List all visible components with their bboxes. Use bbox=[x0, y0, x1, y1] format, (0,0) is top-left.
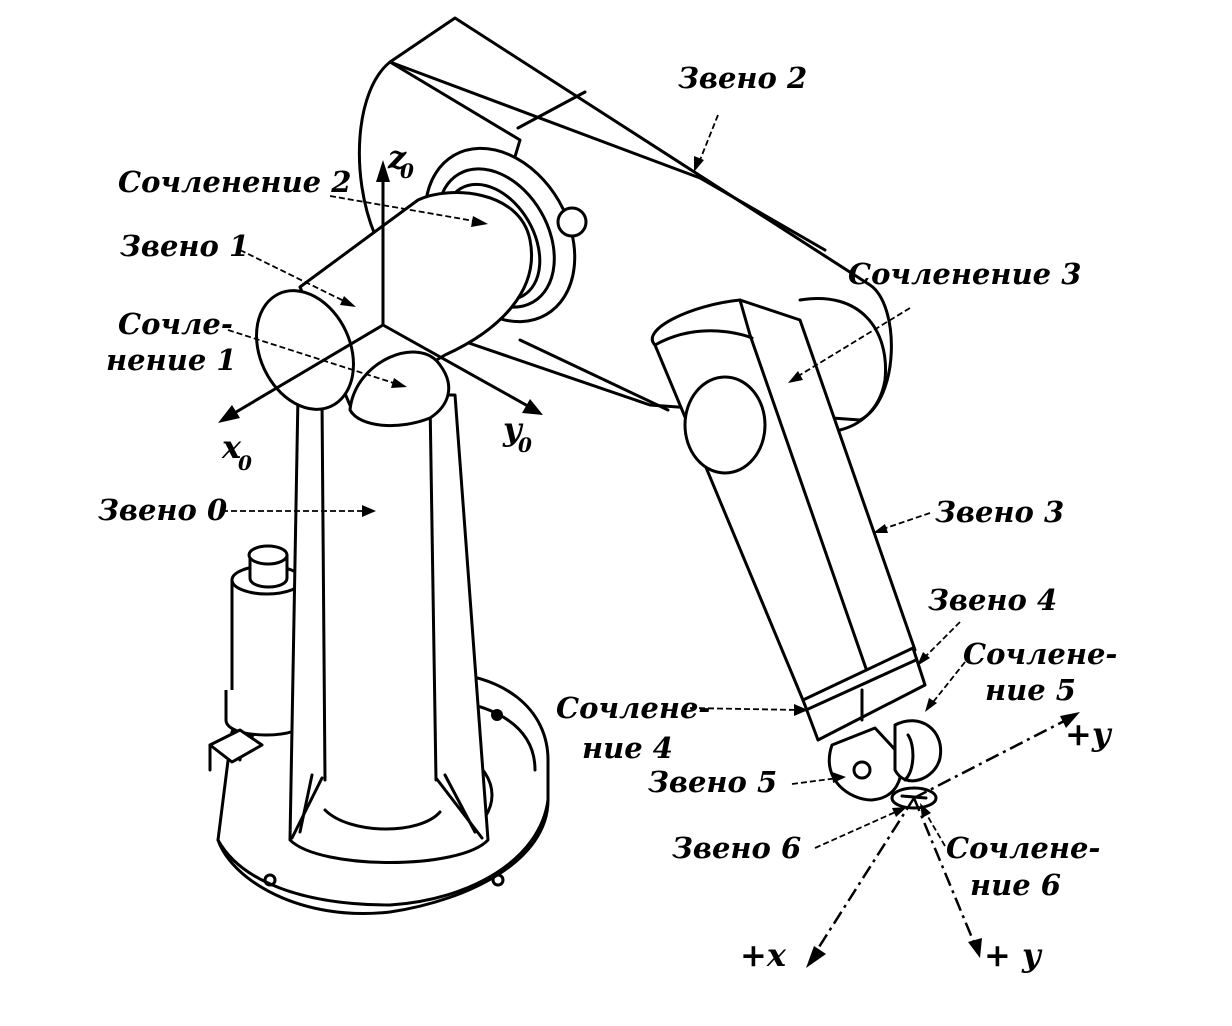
motor-housing bbox=[208, 544, 308, 772]
axis-plus-y-bottom-label: + y bbox=[984, 936, 1043, 974]
label-sochlenenie2: Сочленение 2 bbox=[118, 165, 351, 199]
label-zveno1: Звено 1 bbox=[120, 229, 249, 263]
axis-y0-label: y bbox=[502, 410, 524, 448]
label-zveno5: Звено 5 bbox=[648, 765, 777, 799]
label-sochlenenie5-line1: Сочлене- bbox=[963, 637, 1117, 671]
axis-z0-label: z bbox=[387, 138, 407, 176]
label-zveno2: Звено 2 bbox=[678, 61, 807, 95]
link1-shaft bbox=[255, 191, 533, 412]
axis-z0-subscript: 0 bbox=[400, 159, 414, 183]
link5-yoke bbox=[827, 719, 943, 802]
base-axes bbox=[218, 160, 543, 423]
leader-lines bbox=[222, 114, 966, 849]
axis-plus-x-label: +x bbox=[740, 936, 787, 974]
label-sochlenenie5-line2: ние 5 bbox=[985, 673, 1076, 707]
link3-forearm bbox=[651, 298, 917, 707]
label-sochlenenie1-line2: нение 1 bbox=[106, 343, 237, 377]
axis-labels: z 0 x 0 y 0 +y +x + y bbox=[221, 138, 1113, 974]
label-sochlenenie4-line2: ние 4 bbox=[582, 731, 673, 765]
axis-y0-subscript: 0 bbox=[518, 433, 532, 457]
label-zveno3: Звено 3 bbox=[935, 495, 1064, 529]
link4-wrist bbox=[801, 646, 927, 742]
axis-plus-y-top-label: +y bbox=[1065, 715, 1113, 753]
joint1-cap bbox=[348, 350, 451, 428]
label-sochlenenie6-line2: ние 6 bbox=[970, 868, 1061, 902]
axis-x0-label: x bbox=[221, 428, 242, 466]
text-labels: Звено 2 Сочленение 2 Звено 1 Сочле- нени… bbox=[98, 61, 1117, 902]
axis-x0-subscript: 0 bbox=[238, 451, 252, 475]
label-zveno0: Звено 0 bbox=[98, 493, 227, 527]
label-sochlenenie4-line1: Сочлене- bbox=[556, 691, 710, 725]
label-sochlenenie6-line1: Сочлене- bbox=[946, 831, 1100, 865]
column bbox=[288, 393, 490, 864]
tool-axes bbox=[806, 712, 1080, 968]
label-sochlenenie3: Сочленение 3 bbox=[848, 257, 1081, 291]
label-zveno4: Звено 4 bbox=[928, 583, 1057, 617]
label-sochlenenie1-line1: Сочле- bbox=[118, 307, 233, 341]
label-zveno6: Звено 6 bbox=[672, 831, 801, 865]
